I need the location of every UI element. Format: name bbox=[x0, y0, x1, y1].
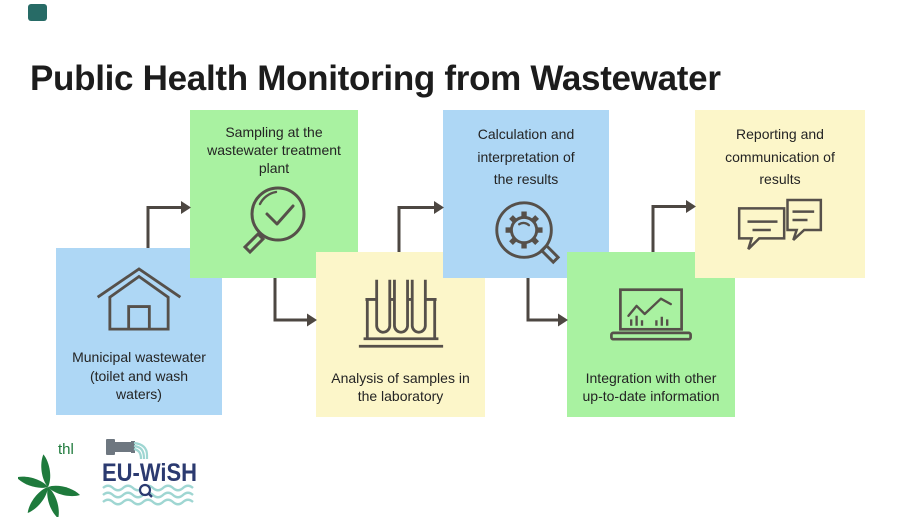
thl-logo: thl bbox=[18, 441, 81, 517]
box-calculation: Calculation and interpretation of the re… bbox=[443, 110, 609, 278]
gear-magnifier-icon bbox=[487, 195, 565, 274]
arrow-1-to-sampling bbox=[146, 201, 191, 248]
box-label: Analysis of samples in the laboratory bbox=[331, 369, 470, 404]
house-icon bbox=[92, 267, 186, 338]
arrow-3-to-calculation bbox=[397, 201, 444, 252]
box-label: Municipal wastewater (toilet and wash wa… bbox=[72, 349, 206, 402]
arrow-2-to-analysis bbox=[273, 278, 317, 327]
box-label: Integration with other up-to-date inform… bbox=[582, 369, 720, 404]
chart-laptop-icon bbox=[606, 286, 696, 347]
arrow-5-to-reporting bbox=[651, 200, 696, 252]
speech-bubbles-icon bbox=[734, 195, 826, 260]
faucet-icon bbox=[106, 439, 135, 455]
box-reporting: Reporting and communication of results bbox=[695, 110, 865, 278]
box-label: Reporting and communication of results bbox=[725, 126, 835, 188]
box-label: Calculation and interpretation of the re… bbox=[477, 126, 575, 188]
box-sampling: Sampling at the wastewater treatment pla… bbox=[190, 110, 358, 278]
euwish-logo: EU-WiSH bbox=[102, 439, 197, 506]
box-label: Sampling at the wastewater treatment pla… bbox=[207, 124, 341, 177]
thl-logo-text: thl bbox=[58, 441, 74, 458]
euwish-logo-text: EU-WiSH bbox=[102, 459, 197, 487]
corner-accent-square bbox=[28, 4, 47, 21]
box-analysis: Analysis of samples in the laboratory bbox=[316, 252, 485, 417]
test-tubes-icon bbox=[354, 277, 448, 355]
box-integration: Integration with other up-to-date inform… bbox=[567, 252, 735, 417]
magnifier-check-icon bbox=[234, 182, 314, 267]
page-title: Public Health Monitoring from Wastewater bbox=[30, 59, 721, 99]
arrow-4-to-integration bbox=[526, 278, 568, 327]
thl-flower-icon bbox=[18, 454, 81, 517]
water-stream bbox=[133, 441, 149, 460]
euwish-magnifier-icon bbox=[138, 483, 153, 498]
